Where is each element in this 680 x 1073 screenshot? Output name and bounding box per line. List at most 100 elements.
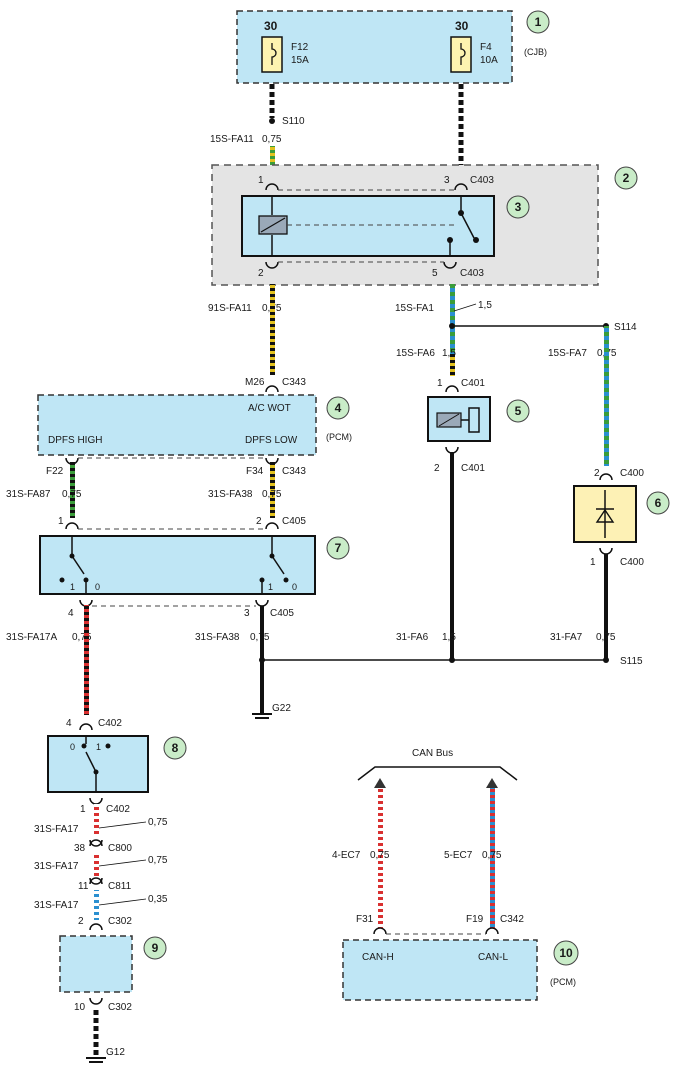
pcm-can-note: (PCM) bbox=[550, 977, 576, 987]
wire-31s-fa17-2-label: 31S-FA17 bbox=[34, 861, 79, 872]
c302-bottom-connector bbox=[89, 997, 103, 1005]
callout-7-label: 7 bbox=[335, 541, 342, 555]
wire-31s-fa17-3 bbox=[94, 890, 99, 920]
splice-s115 bbox=[603, 657, 609, 663]
wire-31s-fa38b-gauge: 0,75 bbox=[250, 632, 270, 643]
callout-10 bbox=[553, 940, 579, 966]
relay-coil-diag bbox=[260, 217, 286, 233]
callout-3-label: 3 bbox=[515, 200, 522, 214]
callout-3 bbox=[506, 195, 530, 219]
f19-connector bbox=[485, 927, 499, 935]
c342-label: C342 bbox=[500, 914, 524, 925]
c402-label: C402 bbox=[98, 718, 122, 729]
c402-pin-1: 1 bbox=[80, 804, 86, 815]
wire-31s-fa17a-gauge: 0,75 bbox=[72, 632, 92, 643]
switch-7-pos-1a: 1 bbox=[70, 582, 75, 592]
relay-box[interactable] bbox=[241, 195, 495, 257]
s114-label: S114 bbox=[614, 322, 637, 333]
callout-8-label: 8 bbox=[172, 741, 179, 755]
callout-7 bbox=[326, 536, 350, 560]
wire-31s-fa38 bbox=[270, 462, 275, 518]
c400-top-connector bbox=[599, 473, 613, 481]
wire-31s-fa17-3-label: 31S-FA17 bbox=[34, 900, 79, 911]
wire-4-ec7 bbox=[378, 788, 383, 928]
c403-pin-3-connector bbox=[454, 183, 468, 191]
relay-contact-arm bbox=[460, 212, 475, 239]
pcm-dpfs-high-label: DPFS HIGH bbox=[48, 435, 102, 446]
wire-15s-fa11 bbox=[270, 146, 275, 178]
f31-connector bbox=[373, 927, 387, 935]
c403-pin-1-connector bbox=[265, 183, 279, 191]
module-9-box bbox=[59, 935, 133, 993]
callout-9-label: 9 bbox=[152, 941, 159, 955]
wire-5-ec7-label: 5-EC7 bbox=[444, 850, 473, 861]
fuse-f4-name: F4 bbox=[480, 42, 492, 53]
f22-label: F22 bbox=[46, 466, 64, 477]
wire-31-fa7-label: 31-FA7 bbox=[550, 632, 583, 643]
wire-31s-fa87 bbox=[70, 462, 75, 518]
wire-15s-fa6-label: 15S-FA6 bbox=[396, 348, 435, 359]
c405-pin-3: 3 bbox=[244, 608, 250, 619]
c343b-label: C343 bbox=[282, 466, 306, 477]
switch-7-box[interactable] bbox=[39, 535, 316, 595]
wire-15s-fa7 bbox=[604, 326, 609, 466]
ground-bus-fa6-node bbox=[449, 657, 455, 663]
c405-pin-2: 2 bbox=[256, 516, 262, 527]
relay-5-contact bbox=[461, 407, 480, 433]
c403-pin-1: 1 bbox=[258, 175, 264, 186]
wire-31-fa6-label: 31-FA6 bbox=[396, 632, 429, 643]
c302-pin-10: 10 bbox=[74, 1002, 86, 1013]
switch-7-pos-0a: 0 bbox=[95, 582, 100, 592]
wire-15s-fa11-label: 15S-FA11 bbox=[210, 134, 254, 145]
wire-15s-fa11-gauge: 0,75 bbox=[262, 134, 282, 145]
wire-15s-fa1-label: 15S-FA1 bbox=[395, 303, 434, 314]
fuse-f4[interactable] bbox=[450, 36, 472, 73]
wire-31s-fa17a-label: 31S-FA17A bbox=[6, 632, 57, 643]
c401-pin-2: 2 bbox=[434, 463, 440, 474]
f19-label: F19 bbox=[466, 914, 484, 925]
relay-contact-nc bbox=[473, 237, 479, 243]
c405-pin-4: 4 bbox=[68, 608, 74, 619]
c811-connector-b bbox=[89, 877, 103, 885]
c400-label: C400 bbox=[620, 468, 644, 479]
callout-8 bbox=[163, 736, 187, 760]
c400-pin-2: 2 bbox=[594, 468, 600, 479]
wire-31s-fa17a bbox=[84, 605, 89, 715]
callout-4 bbox=[326, 396, 350, 420]
c405b-label: C405 bbox=[270, 608, 294, 619]
callout-6 bbox=[646, 491, 670, 515]
ground-g22-icon bbox=[252, 713, 272, 719]
c400-bottom-connector bbox=[599, 547, 613, 555]
c405-pin-2-connector bbox=[265, 522, 279, 530]
c401-pin-1: 1 bbox=[437, 378, 443, 389]
m26-label: M26 bbox=[245, 377, 265, 388]
callout-1 bbox=[526, 10, 550, 34]
c402b-label: C402 bbox=[106, 804, 130, 815]
fuse-f12[interactable] bbox=[261, 36, 283, 73]
wire-5-ec7 bbox=[490, 788, 495, 928]
c402-pin-4: 4 bbox=[66, 718, 72, 729]
splice-s110 bbox=[269, 118, 275, 124]
c403-label: C403 bbox=[470, 175, 494, 186]
can-bus-label: CAN Bus bbox=[412, 748, 453, 759]
callout-4-label: 4 bbox=[335, 401, 342, 415]
switch-8-box[interactable] bbox=[47, 735, 149, 793]
c403-pin-2: 2 bbox=[258, 268, 264, 279]
f31-label: F31 bbox=[356, 914, 374, 925]
pcm-ac-wot-label: A/C WOT bbox=[248, 403, 291, 414]
callout-5 bbox=[506, 399, 530, 423]
c403-pin-5-connector bbox=[443, 261, 457, 269]
can-h-arrow bbox=[374, 778, 386, 788]
s115-label: S115 bbox=[620, 656, 643, 667]
pcm-box bbox=[37, 394, 317, 456]
c403-pin-3: 3 bbox=[444, 175, 450, 186]
c401b-label: C401 bbox=[461, 463, 485, 474]
c343-label: C343 bbox=[282, 377, 306, 388]
c403b-label: C403 bbox=[460, 268, 484, 279]
switch-8-contact bbox=[81, 736, 111, 792]
f34-label: F34 bbox=[246, 466, 264, 477]
wire-31s-fa17-3-gauge: 0,35 bbox=[148, 894, 168, 905]
cjb-note: (CJB) bbox=[524, 47, 547, 57]
callout-2-label: 2 bbox=[623, 171, 630, 185]
